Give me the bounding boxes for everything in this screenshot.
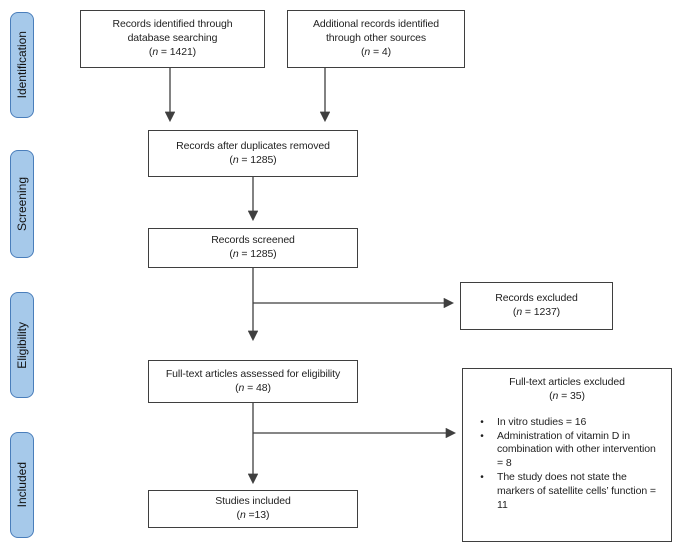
stage-bar-eligibility: Eligibility [10,292,34,398]
box-text-line: Records excluded [495,292,578,305]
bullet-icon: • [480,430,484,442]
box-text-line: database searching [127,32,218,45]
box-text-line: through other sources [325,32,427,45]
exclusion-reason: The study does not state the markers of … [497,471,656,511]
box-count: (n = 4) [361,45,391,58]
stage-label-identification: Identification [15,31,29,99]
stage-bar-identification: Identification [10,12,34,118]
stage-label-screening: Screening [15,176,29,232]
box-text-line: Studies included [215,495,291,508]
box-fulltext-excluded: Full-text articles excluded (n = 35) • I… [462,368,672,542]
box-records-after-duplicates: Records after duplicates removed (n = 12… [148,130,358,177]
exclusion-reason-list: • In vitro studies = 16 • Administration… [467,416,667,513]
exclusion-reason: Administration of vitamin D in combinati… [497,429,656,470]
box-count: (n = 1285) [229,248,277,260]
box-count: (n = 48) [235,381,271,394]
box-records-identified-database: Records identified through database sear… [80,10,265,68]
box-count: (n = 1237) [512,306,561,318]
stage-bar-included: Included [10,432,34,538]
box-text-line: Records identified through [112,18,233,31]
box-fulltext-assessed: Full-text articles assessed for eligibil… [148,360,358,403]
box-studies-included: Studies included (n =13) [148,490,358,528]
exclusion-reason: In vitro studies = 16 [497,415,587,428]
box-count: (n = 35) [549,389,585,402]
box-text-line: Full-text articles assessed for eligibil… [165,367,341,380]
box-additional-records: Additional records identified through ot… [287,10,465,68]
list-item: • The study does not state the markers o… [467,471,667,513]
box-records-excluded: Records excluded (n = 1237) [460,282,613,330]
box-title: Full-text articles excluded [509,376,625,388]
bullet-icon: • [480,416,484,428]
box-count: (n = 1421) [148,45,197,58]
list-item: • In vitro studies = 16 [467,416,667,430]
stage-bar-screening: Screening [10,150,34,258]
box-text-line: Additional records identified [312,18,440,31]
list-item: • Administration of vitamin D in combina… [467,430,667,472]
box-count: (n = 1285) [229,153,277,166]
box-records-screened: Records screened (n = 1285) [148,228,358,268]
box-text-line: Records after duplicates removed [176,139,330,152]
stage-label-eligibility: Eligibility [15,321,29,369]
box-count: (n =13) [236,509,270,521]
stage-label-included: Included [15,462,29,508]
box-text-line: Records screened [211,234,295,247]
bullet-icon: • [480,472,484,484]
